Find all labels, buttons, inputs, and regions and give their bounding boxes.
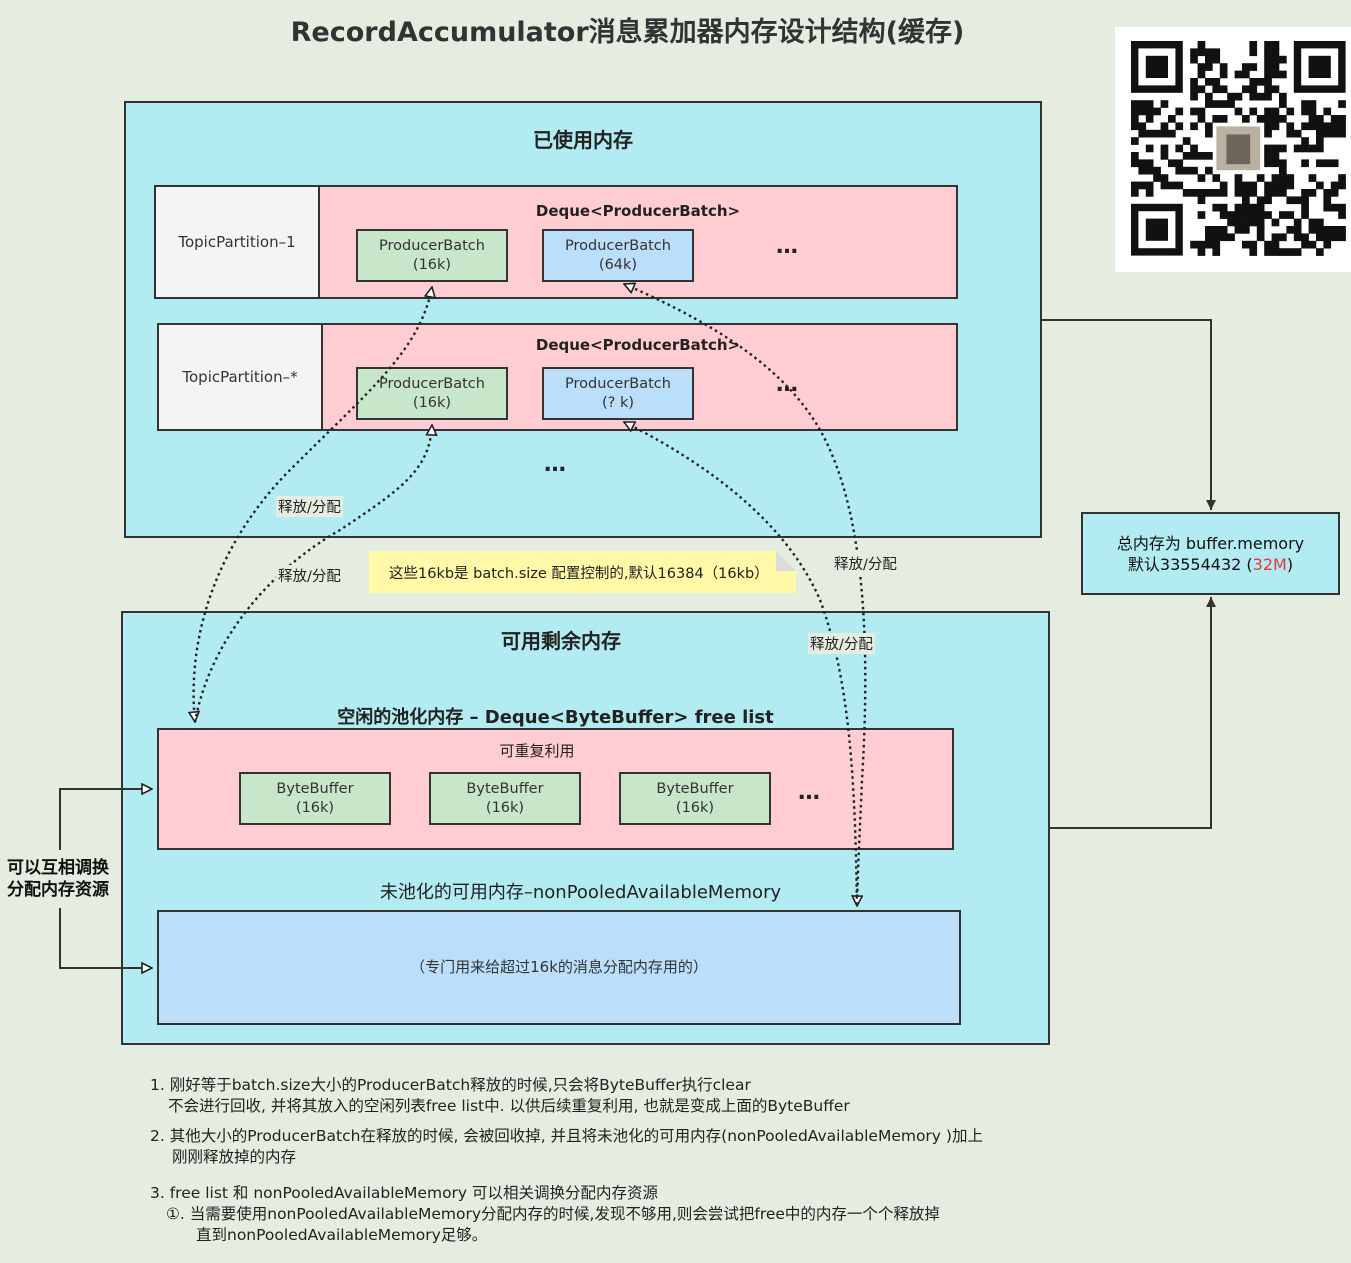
total-memory-highlight: 32M xyxy=(1252,554,1287,574)
diagram-title: RecordAccumulator消息累加器内存设计结构(缓存) xyxy=(290,17,965,48)
available-to-total-arrow xyxy=(1050,597,1216,829)
release-label-3: 释放/分配 xyxy=(832,553,899,574)
buffer-name: ByteBuffer xyxy=(466,780,544,797)
footer-note-3-line1: 3. free list 和 nonPooledAvailableMemory … xyxy=(150,1184,659,1202)
release-line-batch-1-1 xyxy=(194,287,432,722)
footer-note-3-line2: ①. 当需要使用nonPooledAvailableMemory分配内存的时候,… xyxy=(166,1205,940,1223)
swap-label-line1: 可以互相调换 xyxy=(7,858,109,878)
release-label-4: 释放/分配 xyxy=(808,633,875,654)
swap-arrow-bottom xyxy=(59,908,152,968)
footer-note-2-line1: 2. 其他大小的ProducerBatch在释放的时候, 会被回收掉, 并且将未… xyxy=(150,1127,983,1145)
footer-note-2-line2: 刚刚释放掉的内存 xyxy=(172,1148,297,1166)
free-list-reusable-label: 可重复利用 xyxy=(499,742,575,760)
used-to-total-arrow xyxy=(1042,319,1216,510)
total-memory-line2: 默认33554432 (32M) xyxy=(1128,554,1293,575)
batch-size: (16k) xyxy=(412,256,452,273)
footer-note-1-line1: 1. 刚好等于batch.size大小的ProducerBatch释放的时候,只… xyxy=(150,1076,751,1094)
non-pooled-description: （专门用来给超过16k的消息分配内存用的） xyxy=(410,958,708,976)
available-memory-title: 可用剩余内存 xyxy=(501,629,621,653)
total-memory-box: 总内存为 buffer.memory 默认33554432 (32M) xyxy=(1081,512,1340,595)
batch-name: ProducerBatch xyxy=(565,237,671,254)
buffer-size: (16k) xyxy=(485,799,525,816)
more-partitions-ellipsis: … xyxy=(544,452,567,477)
total-memory-line1: 总内存为 buffer.memory xyxy=(1116,533,1305,553)
swap-label: 可以互相调换 分配内存资源 xyxy=(5,857,111,901)
producer-batch-1-1: ProducerBatch (16k) xyxy=(356,229,508,282)
total-memory-default: 默认33554432 ( xyxy=(1127,554,1253,574)
batch-size: (64k) xyxy=(598,256,638,273)
producer-batch-1-2: ProducerBatch (64k) xyxy=(542,229,694,282)
release-label-1: 释放/分配 xyxy=(276,496,343,517)
byte-buffer-2: ByteBuffer (16k) xyxy=(429,772,581,825)
partition-1-ellipsis: … xyxy=(776,234,799,259)
release-line-batch-2-1 xyxy=(193,425,432,723)
footer-note-2: 2. 其他大小的ProducerBatch在释放的时候, 会被回收掉, 并且将未… xyxy=(150,1126,983,1168)
partition-1-deque-label: Deque<ProducerBatch> xyxy=(535,202,741,220)
batch-name: ProducerBatch xyxy=(379,237,485,254)
footer-note-3-line3: 直到nonPooledAvailableMemory足够。 xyxy=(196,1226,488,1244)
qr-code-pattern xyxy=(1131,41,1346,256)
qr-code-image xyxy=(1115,27,1351,272)
byte-buffer-1: ByteBuffer (16k) xyxy=(239,772,391,825)
non-pooled-memory-box: （专门用来给超过16k的消息分配内存用的） xyxy=(157,910,961,1025)
footer-note-1: 1. 刚好等于batch.size大小的ProducerBatch释放的时候,只… xyxy=(150,1075,850,1117)
swap-arrow-top xyxy=(59,789,152,850)
release-line-batch-2-2 xyxy=(624,420,859,907)
release-line-batch-1-2 xyxy=(624,284,867,906)
swap-label-line2: 分配内存资源 xyxy=(7,880,109,900)
topic-partition-1: TopicPartition–1 xyxy=(154,185,320,299)
used-memory-title: 已使用内存 xyxy=(533,128,633,152)
release-label-2: 释放/分配 xyxy=(276,565,343,586)
buffer-name: ByteBuffer xyxy=(276,780,354,797)
buffer-size: (16k) xyxy=(295,799,335,816)
footer-note-1-line2: 不会进行回收, 并将其放入的空闲列表free list中. 以供后续重复利用, … xyxy=(168,1097,850,1115)
footer-note-3: 3. free list 和 nonPooledAvailableMemory … xyxy=(150,1183,940,1246)
total-memory-suffix: ) xyxy=(1286,554,1294,574)
